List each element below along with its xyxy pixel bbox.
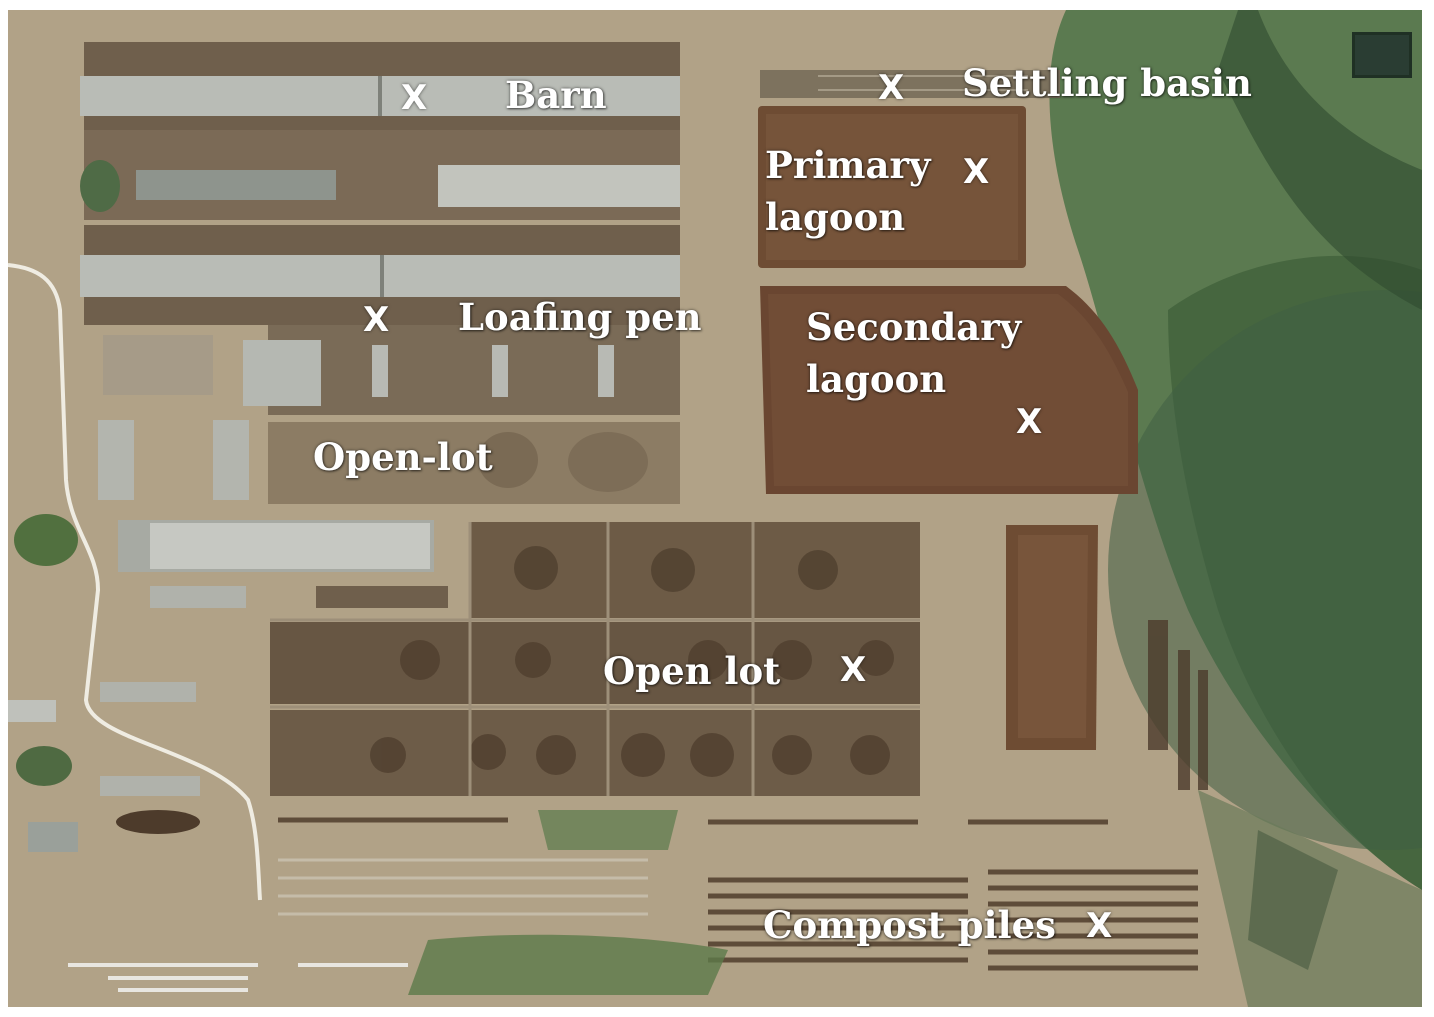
label-primary-lagoon-line1: Primary xyxy=(765,143,931,187)
aerial-site-map: Barn Settling basin Primary lagoon Loafi… xyxy=(8,10,1422,1007)
settling-basin xyxy=(760,70,1060,98)
label-loafing-pen: Loafing pen xyxy=(458,295,702,339)
label-secondary-lagoon-line1: Secondary xyxy=(806,305,1022,349)
sample-marker-loafing-pen: X xyxy=(363,300,390,340)
label-barn: Barn xyxy=(505,73,607,117)
label-settling-basin: Settling basin xyxy=(962,61,1252,105)
sample-marker-secondary-lagoon: X xyxy=(1016,402,1043,442)
label-compost-piles: Compost piles xyxy=(763,903,1056,947)
sample-marker-primary-lagoon: X xyxy=(963,152,990,192)
label-secondary-lagoon-line2: lagoon xyxy=(806,357,947,401)
label-primary-lagoon-line2: lagoon xyxy=(765,195,906,239)
access-road xyxy=(8,263,262,901)
sample-marker-compost-piles: X xyxy=(1086,906,1113,946)
aerial-imagery xyxy=(8,10,1422,1007)
barn-roof xyxy=(136,170,336,200)
sample-marker-settling-basin: X xyxy=(878,68,905,108)
barn-roof xyxy=(438,165,680,207)
hoop-barn xyxy=(150,523,430,569)
label-open-lot-upper: Open-lot xyxy=(313,435,493,479)
sample-marker-open-lot: X xyxy=(840,650,867,690)
label-open-lot: Open lot xyxy=(603,649,781,693)
sample-marker-barn: X xyxy=(401,78,428,118)
compost-rows xyxy=(278,817,1198,971)
